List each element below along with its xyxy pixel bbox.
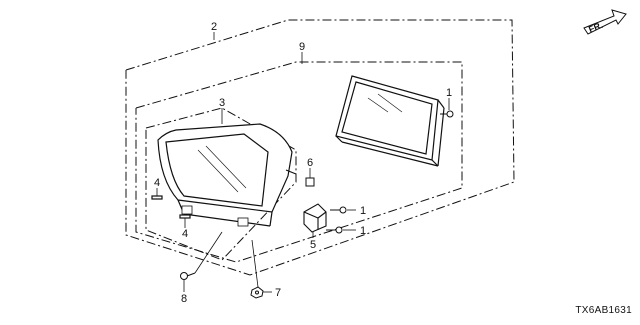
- bracket-icon: [305, 177, 315, 187]
- screw-icon: [180, 272, 196, 280]
- callout-1: 1: [360, 225, 366, 237]
- instrument-cluster: [157, 123, 297, 227]
- callout-5: 5: [310, 239, 316, 251]
- callout-1: 1: [446, 87, 452, 99]
- screw-icon: [326, 226, 343, 234]
- callout-8: 8: [181, 293, 187, 305]
- screw-icon: [440, 110, 454, 118]
- leader-lines: [156, 32, 450, 293]
- callout-9: 9: [299, 41, 305, 53]
- assembly-outline-9: [135, 61, 463, 263]
- front-direction-arrow-icon: FR.: [583, 9, 627, 35]
- diagram-code: TX6AB1631: [575, 305, 632, 316]
- screw-icon: [330, 206, 347, 214]
- assembly-outline-3: [145, 107, 297, 261]
- connector-unit: [303, 203, 327, 233]
- nut-icon: [250, 286, 264, 299]
- callout-6: 6: [307, 157, 313, 169]
- assembly-outline-2: [125, 19, 515, 276]
- callout-4: 4: [182, 228, 188, 240]
- callout-1: 1: [360, 205, 366, 217]
- callout-4: 4: [154, 177, 160, 189]
- display-screen: [335, 75, 445, 167]
- callout-3: 3: [219, 97, 225, 109]
- callout-2: 2: [211, 21, 217, 33]
- callout-7: 7: [275, 287, 281, 299]
